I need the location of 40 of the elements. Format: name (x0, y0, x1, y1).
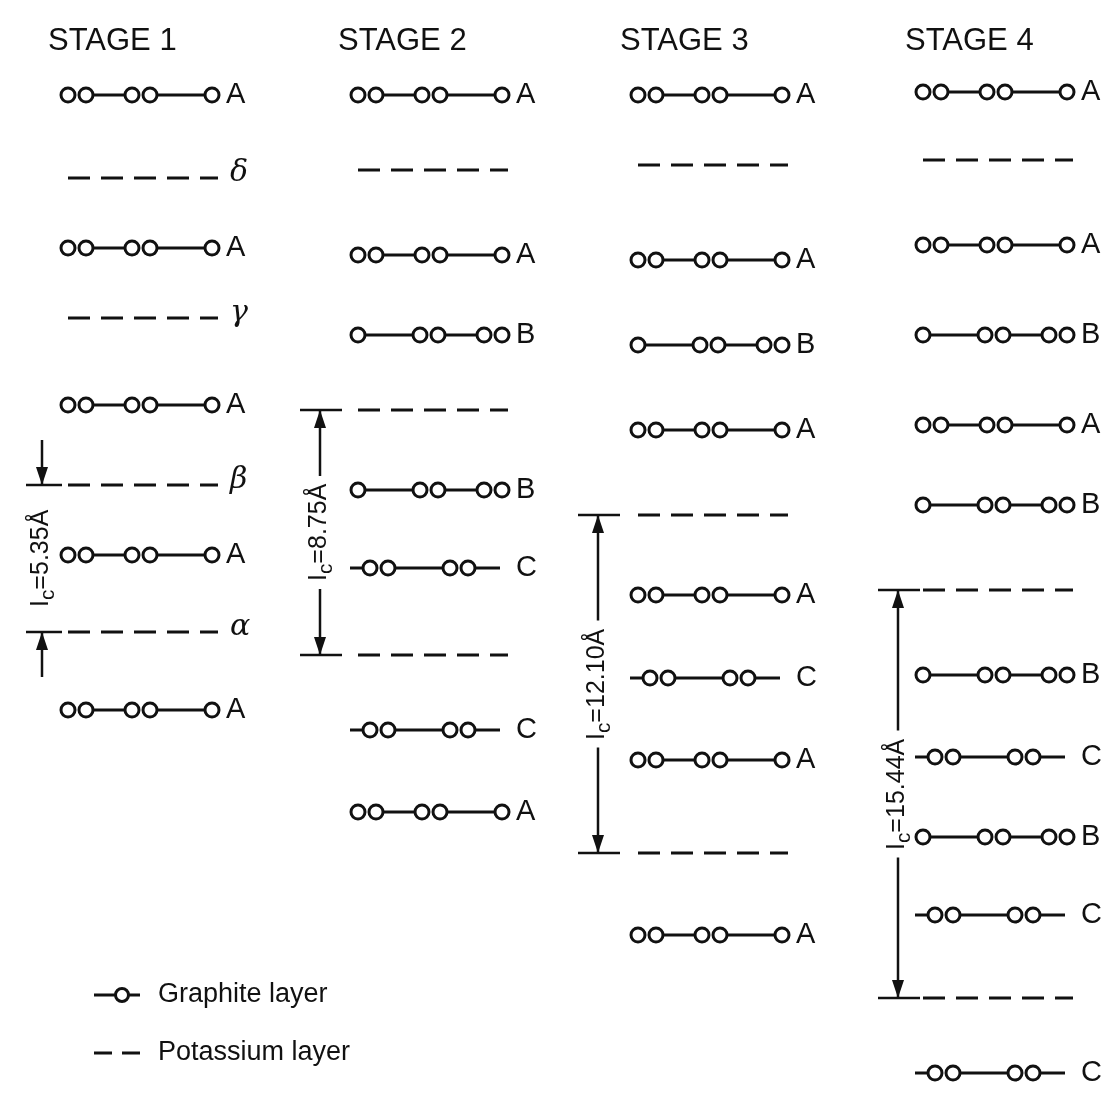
layer-label: γ (230, 296, 248, 326)
layer-label: δ (230, 156, 249, 186)
layer-label: A (796, 79, 816, 108)
layer-label: α (230, 610, 251, 640)
layer-label: A (1081, 229, 1101, 258)
layer-label: C (516, 714, 537, 743)
legend-label: Graphite layer (158, 980, 328, 1007)
layer-label: B (516, 319, 536, 348)
layer-label: C (1081, 741, 1102, 770)
layer-label: B (796, 329, 816, 358)
layer-label: A (796, 579, 816, 608)
stage-heading: STAGE 4 (905, 24, 1034, 55)
layer-label: A (796, 744, 816, 773)
layer-label: A (226, 694, 246, 723)
layer-label: B (1081, 821, 1101, 850)
layer-label: C (516, 552, 537, 581)
legend-label: Potassium layer (158, 1038, 351, 1065)
layer-label: A (226, 232, 246, 261)
layer-label: A (796, 244, 816, 273)
layer-label: A (226, 389, 246, 418)
layer-label: β (230, 463, 248, 493)
layer-label: A (1081, 76, 1101, 105)
layer-label: A (796, 414, 816, 443)
stage-heading: STAGE 2 (338, 24, 467, 55)
layer-label: B (1081, 489, 1101, 518)
layer-label: A (516, 239, 536, 268)
layer-label: A (516, 796, 536, 825)
layer-label: A (226, 539, 246, 568)
layer-label: A (226, 79, 246, 108)
layer-label: A (516, 79, 536, 108)
layer-label: A (1081, 409, 1101, 438)
layer-label: C (796, 662, 817, 691)
layer-label: C (1081, 899, 1102, 928)
layer-label: B (516, 474, 536, 503)
layer-label: B (1081, 659, 1101, 688)
stage-heading: STAGE 1 (48, 24, 177, 55)
layer-label: C (1081, 1057, 1102, 1086)
layer-label: B (1081, 319, 1101, 348)
layer-label: A (796, 919, 816, 948)
stage-heading: STAGE 3 (620, 24, 749, 55)
